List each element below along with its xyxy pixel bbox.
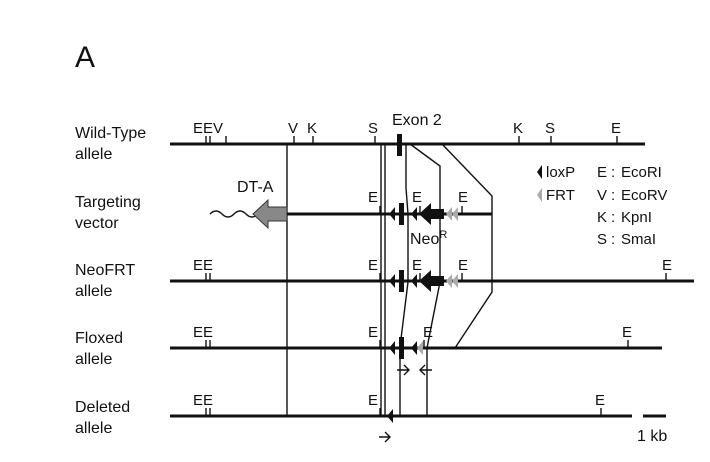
exon2-box-wildtype [397, 134, 402, 156]
targeting-label-line2: vector [75, 215, 119, 232]
floxed-site-e1: E [368, 324, 378, 341]
legend-enzyme-s-sep: : [611, 231, 615, 248]
primer-reverse-arrow [419, 364, 432, 376]
loxp-site-neofrt-1 [389, 274, 395, 288]
legend-loxp-label: loxP [546, 164, 575, 181]
frt-site-targeting-1 [446, 207, 452, 221]
frt-site-targeting-2 [452, 207, 458, 221]
loxp-site-targeting-2 [411, 207, 417, 221]
exon2-box-floxed [399, 337, 404, 359]
exon2-label: Exon 2 [392, 112, 442, 129]
frt-site-neofrt-2 [452, 274, 458, 288]
wildtype-label-line1: Wild-Type [75, 125, 146, 142]
neo-cassette-arrow-neofrt [419, 270, 444, 292]
primer-forward-arrow [397, 364, 410, 376]
legend-enzyme-e-name: EcoRI [621, 164, 662, 181]
legend-enzyme-v-sep: : [611, 187, 615, 204]
loxp-site-neofrt-2 [411, 274, 417, 288]
targeting-site-e2: E [412, 189, 422, 206]
neo-label-main: Neo [410, 231, 439, 248]
neofrt-site-e1: E [368, 257, 378, 274]
dta-cassette-arrow [252, 198, 288, 230]
exon2-box-neofrt [399, 270, 404, 292]
deleted-site-ee: EE [193, 392, 213, 409]
legend-enzyme-k-name: KpnI [621, 209, 652, 226]
floxed-site-e3: E [622, 324, 632, 341]
panel-label: A [75, 41, 95, 74]
neo-label: NeoR [410, 229, 447, 248]
neo-label-superscript: R [439, 229, 447, 241]
neofrt-label-line1: NeoFRT [75, 262, 135, 279]
loxp-site-deleted [387, 409, 393, 423]
legend-enzyme-k-sep: : [611, 209, 615, 226]
frt-site-floxed [417, 341, 423, 355]
neofrt-site-e2: E [412, 257, 422, 274]
targeting-site-e1: E [368, 189, 378, 206]
scale-bar-label: 1 kb [637, 428, 667, 445]
floxed-site-ee: EE [193, 324, 213, 341]
wildtype-label-line2: allele [75, 146, 112, 163]
neofrt-site-e4: E [662, 257, 672, 274]
dta-label: DT-A [237, 179, 274, 196]
legend-loxp-icon [537, 165, 542, 179]
legend-enzyme-s-name: SmaI [621, 231, 656, 248]
wildtype-site-s1: S [368, 120, 378, 137]
wildtype-site-eev: EEV [193, 120, 223, 137]
legend-enzyme-v-name: EcoRV [621, 187, 667, 204]
loxp-site-floxed-1 [389, 341, 395, 355]
exon2-box-targeting [399, 203, 404, 225]
floxed-label-line1: Floxed [75, 330, 123, 347]
legend-frt-label: FRT [546, 187, 575, 204]
right-arm-connector-line [441, 143, 493, 349]
wildtype-site-v: V [288, 120, 298, 137]
wildtype-site-e: E [611, 120, 621, 137]
wildtype-site-k1: K [307, 120, 317, 137]
neo-cassette-arrow-targeting [419, 203, 444, 225]
loxp-site-targeting-1 [389, 207, 395, 221]
loxp-site-floxed-2 [411, 341, 417, 355]
wildtype-site-ticks [205, 136, 618, 144]
floxed-site-e2: E [423, 324, 433, 341]
wildtype-site-k2: K [513, 120, 523, 137]
legend-frt-icon [537, 188, 542, 202]
deleted-site-e1: E [368, 392, 378, 409]
legend-enzyme-e-abbr: E [597, 164, 607, 181]
neofrt-site-e3: E [458, 257, 468, 274]
floxed-label-line2: allele [75, 351, 112, 368]
legend-enzyme-e-sep: : [611, 164, 615, 181]
frt-site-neofrt-1 [446, 274, 452, 288]
legend-enzyme-k-abbr: K [597, 209, 607, 226]
targeting-site-e3: E [458, 189, 468, 206]
legend-enzyme-s-abbr: S [597, 231, 607, 248]
neofrt-site-ee: EE [193, 257, 213, 274]
deleted-label-line1: Deleted [75, 399, 130, 416]
targeting-label-line1: Targeting [75, 194, 141, 211]
deleted-label-line2: allele [75, 420, 112, 437]
wildtype-site-s2: S [545, 120, 555, 137]
primer-deleted-arrow [379, 431, 391, 443]
deleted-site-e2: E [595, 392, 605, 409]
neofrt-label-line2: allele [75, 283, 112, 300]
legend-enzyme-v-abbr: V [597, 187, 607, 204]
